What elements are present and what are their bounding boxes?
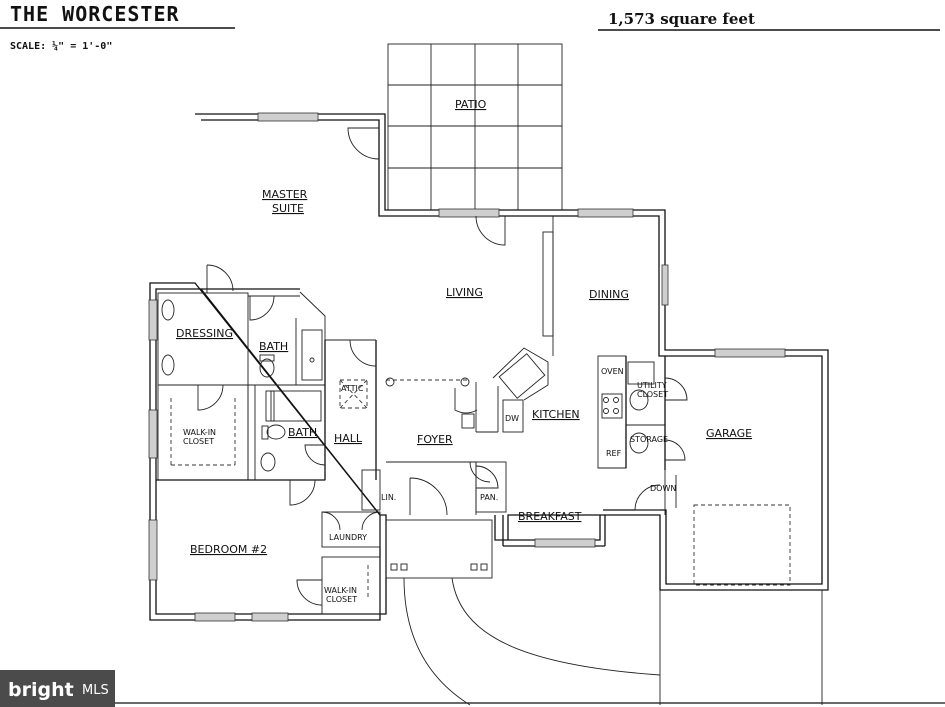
label-storage: STORAGE [630,435,668,444]
label-walkin-1b: CLOSET [183,437,214,446]
label-walkin-2a: WALK-IN [324,586,357,595]
square-footage: 1,573 square feet [608,10,755,28]
label-master-bath: BATH [259,340,288,353]
bright-mls-watermark: bright MLS [0,670,115,707]
plan-title: THE WORCESTER [10,2,180,26]
interior-walls [156,216,791,615]
label-bedroom-2: BEDROOM #2 [190,543,267,556]
label-dining: DINING [589,288,629,301]
room-labels: PATIO MASTER SUITE LIVING DINING DRESSIN… [176,98,752,604]
label-oven: OVEN [601,367,624,376]
label-dishwasher: DW [505,414,519,423]
label-walkin-2b: CLOSET [326,595,357,604]
label-master-suite-2: SUITE [272,202,304,215]
label-walkin-1a: WALK-IN [183,428,216,437]
label-hall: HALL [334,432,363,445]
label-refrigerator: REF [606,449,622,458]
label-kitchen: KITCHEN [532,408,580,421]
label-living: LIVING [446,286,483,299]
label-down: DOWN [650,484,676,493]
label-dressing: DRESSING [176,327,233,340]
watermark-brand: bright [8,679,74,701]
label-pantry: PAN. [480,493,498,502]
windows [148,112,786,622]
patio [387,43,563,211]
fixtures [161,299,655,472]
label-attic: ATTIC [341,384,364,393]
plan-scale: SCALE: ¼" = 1'-0" [10,40,112,52]
label-garage: GARAGE [706,427,752,440]
doors [197,127,688,606]
label-breakfast: BREAKFAST [518,510,582,523]
watermark-background [0,670,115,707]
label-master-suite-1: MASTER [262,188,308,201]
label-laundry: LAUNDRY [329,533,367,542]
label-linen: LIN. [381,493,396,502]
watermark-mls: MLS [82,683,109,698]
label-patio: PATIO [455,98,487,111]
label-foyer: FOYER [417,433,453,446]
label-utility-2: CLOSET [637,390,668,399]
front-porch [385,519,823,706]
label-hall-bath: BATH [288,426,317,439]
label-utility-1: UTILITY [637,381,667,390]
